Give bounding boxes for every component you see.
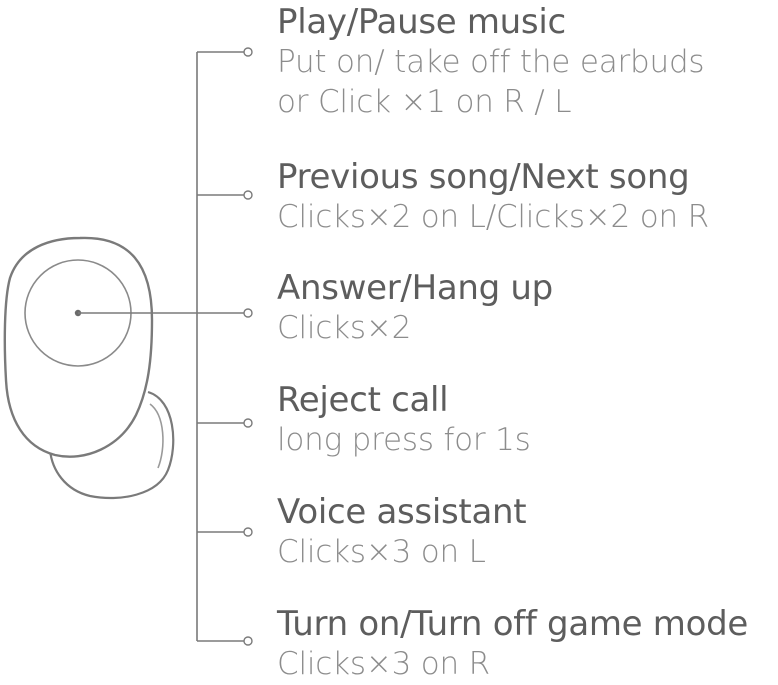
function-description: Clicks×3 on L [277, 534, 486, 570]
function-title: Previous song/Next song [277, 157, 690, 197]
branch-end-circle [243, 47, 253, 57]
function-description: or Click ×1 on R / L [277, 84, 572, 120]
function-title: Reject call [277, 380, 449, 420]
function-description: long press for 1s [277, 422, 531, 458]
earbud-body [3, 236, 154, 458]
function-title: Play/Pause music [277, 2, 566, 42]
branch-end-circle [243, 636, 253, 646]
function-description: Put on/ take off the earbuds [277, 44, 705, 80]
function-description: Clicks×3 on R [277, 646, 490, 682]
function-description: Clicks×2 [277, 310, 412, 346]
branch-end-circle [243, 527, 253, 537]
function-description: Clicks×2 on L/Clicks×2 on R [277, 199, 709, 235]
function-title: Turn on/Turn off game mode [277, 604, 749, 644]
function-title: Voice assistant [277, 492, 527, 532]
branch-end-circle [243, 418, 253, 428]
function-title: Answer/Hang up [277, 268, 553, 308]
earbud-tip [48, 390, 175, 500]
earbud-tip-inner [149, 403, 164, 469]
branch-end-circle [243, 190, 253, 200]
branch-end-circle [243, 308, 253, 318]
